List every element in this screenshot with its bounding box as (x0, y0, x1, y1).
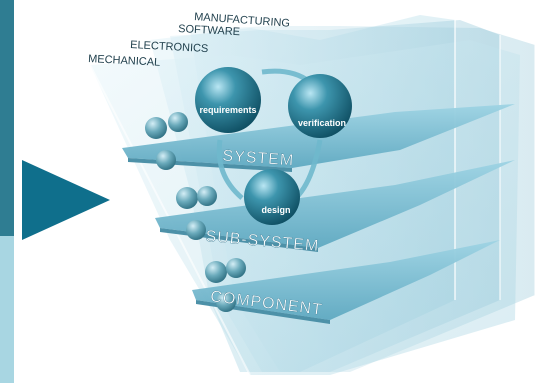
sphere-design-label: design (261, 205, 290, 215)
sphere-verification-label: verification (298, 118, 346, 128)
small-spheres (145, 112, 246, 312)
sphere-verification: verification (288, 74, 352, 138)
discipline-label-mechanical: MECHANICAL (88, 53, 161, 69)
sphere-requirements-label: requirements (199, 105, 256, 115)
left-accent-bar-dark (0, 0, 14, 236)
play-arrow-icon (22, 160, 110, 240)
discipline-label-software: SOFTWARE (178, 23, 240, 38)
level-label-system: SYSTEM (222, 148, 295, 170)
left-accent-bar-light (0, 236, 14, 383)
sphere-requirements: requirements (195, 67, 261, 133)
discipline-label-electronics: ELECTRONICS (130, 39, 209, 55)
sphere-design: design (244, 169, 300, 225)
discipline-labels: MANUFACTURING SOFTWARE ELECTRONICS MECHA… (88, 11, 291, 69)
